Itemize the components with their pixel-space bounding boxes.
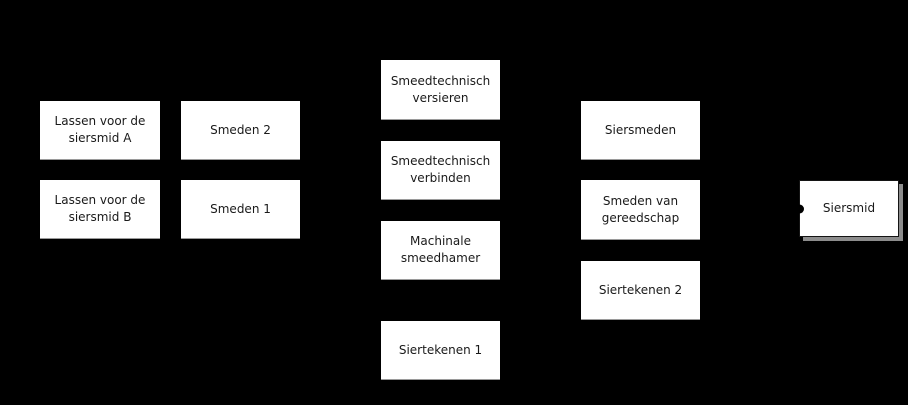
node-lassen-voor-de-siersmid-a[interactable]: Lassen voor de siersmid A — [40, 101, 160, 159]
node-smeedtechnisch-verbinden[interactable]: Smeedtechnisch verbinden — [381, 141, 500, 199]
node-smeden-van-gereedschap[interactable]: Smeden van gereedschap — [581, 180, 700, 239]
node-smeedtechnisch-versieren[interactable]: Smeedtechnisch versieren — [381, 60, 500, 119]
node-siertekenen-2[interactable]: Siertekenen 2 — [581, 261, 700, 319]
node-siersmid-label: Siersmid — [822, 201, 876, 215]
node-siersmid-root[interactable]: Siersmid — [795, 180, 899, 237]
node-smeden-2[interactable]: Smeden 2 — [181, 101, 300, 159]
node-siertekenen-1[interactable]: Siertekenen 1 — [381, 321, 500, 379]
node-machinale-smeedhamer[interactable]: Machinale smeedhamer — [381, 221, 500, 279]
node-smeden-1[interactable]: Smeden 1 — [181, 180, 300, 238]
node-siersmeden[interactable]: Siersmeden — [581, 101, 700, 159]
node-lassen-voor-de-siersmid-b[interactable]: Lassen voor de siersmid B — [40, 180, 160, 238]
edge-endpoint-dot — [795, 204, 804, 213]
